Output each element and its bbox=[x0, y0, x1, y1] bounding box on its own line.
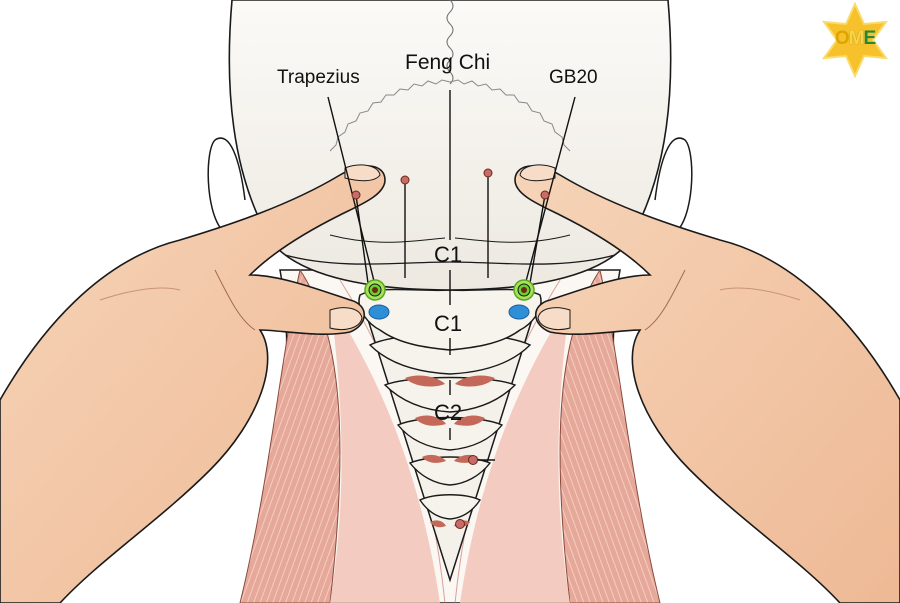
red-dot bbox=[455, 519, 465, 529]
left-hand bbox=[0, 164, 386, 603]
blue-nerve-markers bbox=[368, 304, 530, 320]
label-gb20: GB20 bbox=[549, 67, 598, 88]
gb20-acupoint-markers bbox=[364, 279, 535, 301]
logo-letter-m: M bbox=[848, 28, 865, 49]
ears bbox=[207, 137, 693, 231]
red-dot bbox=[468, 455, 478, 465]
red-dot bbox=[351, 190, 361, 200]
logo-letter-e: E bbox=[863, 28, 876, 49]
label-c1-lower: C1 bbox=[434, 311, 463, 336]
lambdoid-suture-right bbox=[449, 79, 571, 152]
label-c1-upper: C1 bbox=[434, 242, 463, 267]
right-hand bbox=[514, 164, 900, 603]
logo-letter-o: O bbox=[834, 28, 850, 49]
red-dot bbox=[483, 168, 493, 178]
label-trapezius: Trapezius bbox=[277, 67, 360, 88]
ome-logo: OME bbox=[818, 4, 892, 76]
label-feng-chi: Feng Chi bbox=[405, 51, 491, 74]
logo-text: OME bbox=[818, 29, 892, 48]
label-c2: C2 bbox=[434, 400, 463, 425]
leader-lines bbox=[327, 90, 576, 461]
red-dot bbox=[540, 190, 550, 200]
red-dot bbox=[400, 175, 410, 185]
logo-star bbox=[821, 1, 889, 79]
sagittal-suture bbox=[446, 0, 454, 85]
lambdoid-suture-left bbox=[329, 79, 451, 152]
red-acupoint-dots bbox=[351, 168, 550, 529]
